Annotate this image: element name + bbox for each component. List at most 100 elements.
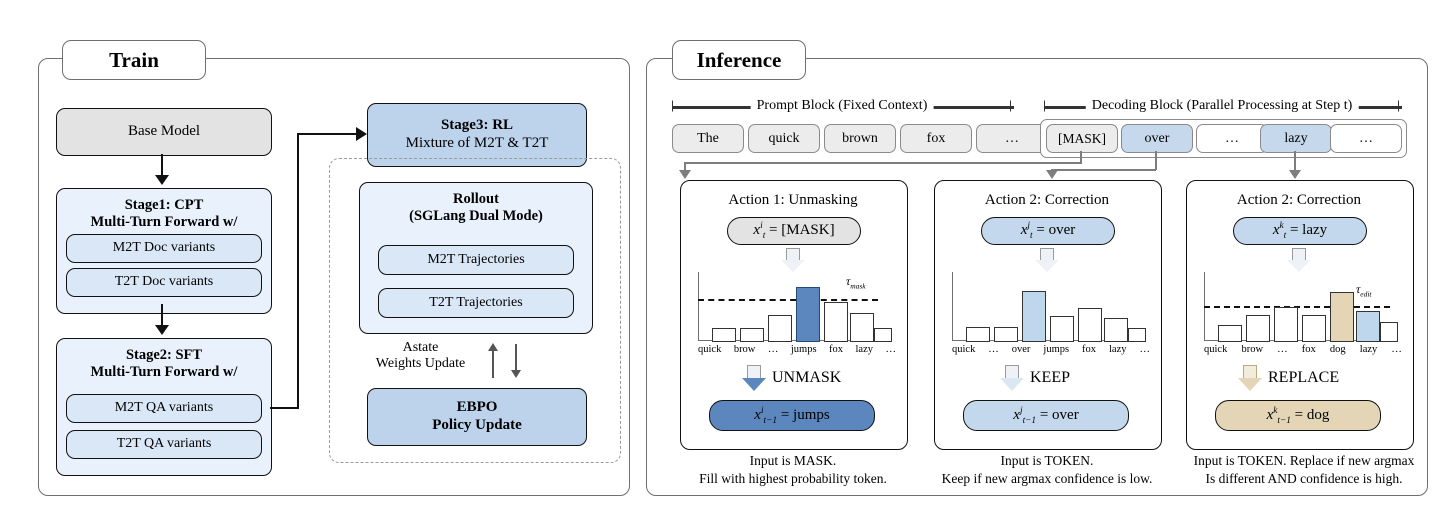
stage2-item-m2t-qa-label: M2T QA variants xyxy=(114,400,214,416)
stage1-to-stage2-arrow xyxy=(155,325,169,335)
prompt-token-3-label: fox xyxy=(926,130,946,146)
stage2-item-m2t-qa: M2T QA variants xyxy=(66,394,262,423)
decoding-block-bracket: Decoding Block (Parallel Processing at S… xyxy=(1044,98,1402,114)
action-panel-2-decision-arrow xyxy=(1000,365,1024,391)
inference-panel-title: Inference xyxy=(672,40,806,80)
connector-lazy-arrow xyxy=(1289,170,1301,179)
weights-update-line1: Astate xyxy=(402,340,439,355)
update-arrow-up-stem xyxy=(492,350,495,378)
xtick-2: … xyxy=(767,344,779,355)
bar-6 xyxy=(1380,322,1398,342)
action-panel-1-input-expr: xit = [MASK] xyxy=(753,221,835,241)
prompt-block-label: Prompt Block (Fixed Context) xyxy=(750,98,934,114)
action-panel-3-caption-line1: Input is TOKEN. Replace if new argmax xyxy=(1193,453,1415,468)
bar-5 xyxy=(1104,318,1128,342)
bar-2 xyxy=(1274,307,1298,342)
action-panel-3-chart: τedit xyxy=(1204,272,1398,350)
xtick-5: lazy xyxy=(1109,344,1127,355)
decoding-token-over-label: over xyxy=(1144,130,1170,146)
connector-mask-v2 xyxy=(684,162,686,174)
bar-4-highlight xyxy=(1330,292,1354,342)
weights-update-label: Astate Weights Update xyxy=(353,340,488,372)
action-panel-1-caption: Input is MASK. Fill with highest probabi… xyxy=(660,452,926,487)
prompt-token-0-label: The xyxy=(697,130,719,146)
prompt-token-0[interactable]: The xyxy=(672,124,744,153)
stage1-item-t2t-doc-label: T2T Doc variants xyxy=(114,274,214,290)
stage2-to-stage3-seg-h1 xyxy=(270,407,299,409)
bar-2 xyxy=(768,315,792,342)
decoding-token-over[interactable]: over xyxy=(1121,124,1193,153)
inference-title-text: Inference xyxy=(696,47,782,72)
xtick-6: … xyxy=(1139,344,1150,355)
stage2-to-stage3-seg-h2 xyxy=(297,133,359,135)
action-panel-3-caption: Input is TOKEN. Replace if new argmax Is… xyxy=(1168,452,1440,487)
stage2-to-stage3-seg-v xyxy=(297,133,299,409)
prompt-token-1[interactable]: quick xyxy=(748,124,820,153)
stage1-item-m2t-doc: M2T Doc variants xyxy=(66,234,262,263)
action-panel-1-output-expr: xit−1 = jumps xyxy=(754,405,830,426)
prompt-token-4[interactable]: … xyxy=(976,124,1048,153)
bar-0 xyxy=(712,328,736,342)
stage2-title-line2: Multi-Turn Forward w/ xyxy=(90,364,238,381)
update-arrow-up-head xyxy=(488,343,498,351)
xtick-5: lazy xyxy=(1359,344,1378,355)
action-panel-1-decision-arrow xyxy=(742,365,766,391)
decoding-token-ellipsis-1-label: … xyxy=(1225,130,1239,146)
weights-update-line2: Weights Update xyxy=(375,356,466,372)
bar-6 xyxy=(1128,328,1146,342)
bar-3 xyxy=(1050,316,1074,342)
stage1-item-t2t-doc: T2T Doc variants xyxy=(66,268,262,297)
xtick-0: quick xyxy=(1204,344,1228,355)
rl-loop-container xyxy=(329,158,621,463)
action-panel-2-output-pill: xjt−1 = over xyxy=(963,400,1129,431)
action-panel-2-input-expr: xjt = over xyxy=(1020,221,1076,241)
action-panel-2-chart xyxy=(952,272,1146,350)
prompt-token-2[interactable]: brown xyxy=(824,124,896,153)
xtick-1: brow xyxy=(1241,344,1264,355)
ebpo-line1: EBPO xyxy=(456,399,498,416)
stage1-title-line1: Stage1: CPT xyxy=(124,197,204,213)
action-panel-3-decision-label: REPLACE xyxy=(1268,369,1340,386)
bar-3 xyxy=(1302,315,1326,342)
prompt-token-4-label: … xyxy=(1005,130,1019,146)
stage2-item-t2t-qa: T2T QA variants xyxy=(66,430,262,459)
xtick-5: lazy xyxy=(855,344,874,355)
bar-5 xyxy=(850,313,874,342)
action-panel-3-decision-arrow xyxy=(1238,365,1262,391)
action-panel-2-title: Action 2: Correction xyxy=(984,192,1110,208)
bar-3-highlight xyxy=(796,287,820,342)
action-panel-1-output-pill: xit−1 = jumps xyxy=(709,400,875,431)
rollout-title-line1: Rollout xyxy=(453,191,499,207)
xtick-6: … xyxy=(885,344,897,355)
connector-mask-v1 xyxy=(1080,151,1082,163)
bar-1 xyxy=(740,328,764,342)
stage3-title-line2: Mixture of M2T & T2T xyxy=(405,135,549,151)
xtick-6: … xyxy=(1391,344,1402,355)
action-panel-1-title: Action 1: Unmasking xyxy=(728,192,858,208)
ebpo-line2: Policy Update xyxy=(432,417,522,433)
bar-1 xyxy=(1246,315,1270,342)
prompt-block-bracket: Prompt Block (Fixed Context) xyxy=(672,98,1014,114)
decoding-token-lazy[interactable]: lazy xyxy=(1260,124,1332,153)
decoding-token-ellipsis-1[interactable]: … xyxy=(1196,124,1268,153)
connector-over-v1 xyxy=(1155,151,1157,170)
action-panel-3-output-pill: xkt−1 = dog xyxy=(1215,400,1381,431)
base-to-stage1-line xyxy=(161,154,163,178)
train-panel-title: Train xyxy=(62,40,206,80)
action-panel-2-caption: Input is TOKEN. Keep if new argmax confi… xyxy=(914,452,1180,487)
xtick-4: fox xyxy=(1082,344,1097,355)
xtick-1: brow xyxy=(733,344,756,355)
base-to-stage1-arrow xyxy=(155,175,169,185)
action-panel-1-xticks: quick brow … jumps fox lazy … xyxy=(698,344,896,356)
decoding-token-ellipsis-2[interactable]: … xyxy=(1330,124,1402,153)
train-title-text: Train xyxy=(109,47,159,72)
stage1-item-m2t-doc-label: M2T Doc variants xyxy=(112,240,216,256)
action-panel-2-caption-line2: Keep if new argmax confidence is low. xyxy=(941,470,1153,486)
decoding-token-ellipsis-2-label: … xyxy=(1359,130,1373,146)
bar-0 xyxy=(1218,325,1242,342)
decoding-token-mask[interactable]: [MASK] xyxy=(1046,124,1118,153)
connector-over-h xyxy=(1051,169,1156,171)
prompt-token-3[interactable]: fox xyxy=(900,124,972,153)
stage1-to-stage2-line xyxy=(161,304,163,328)
